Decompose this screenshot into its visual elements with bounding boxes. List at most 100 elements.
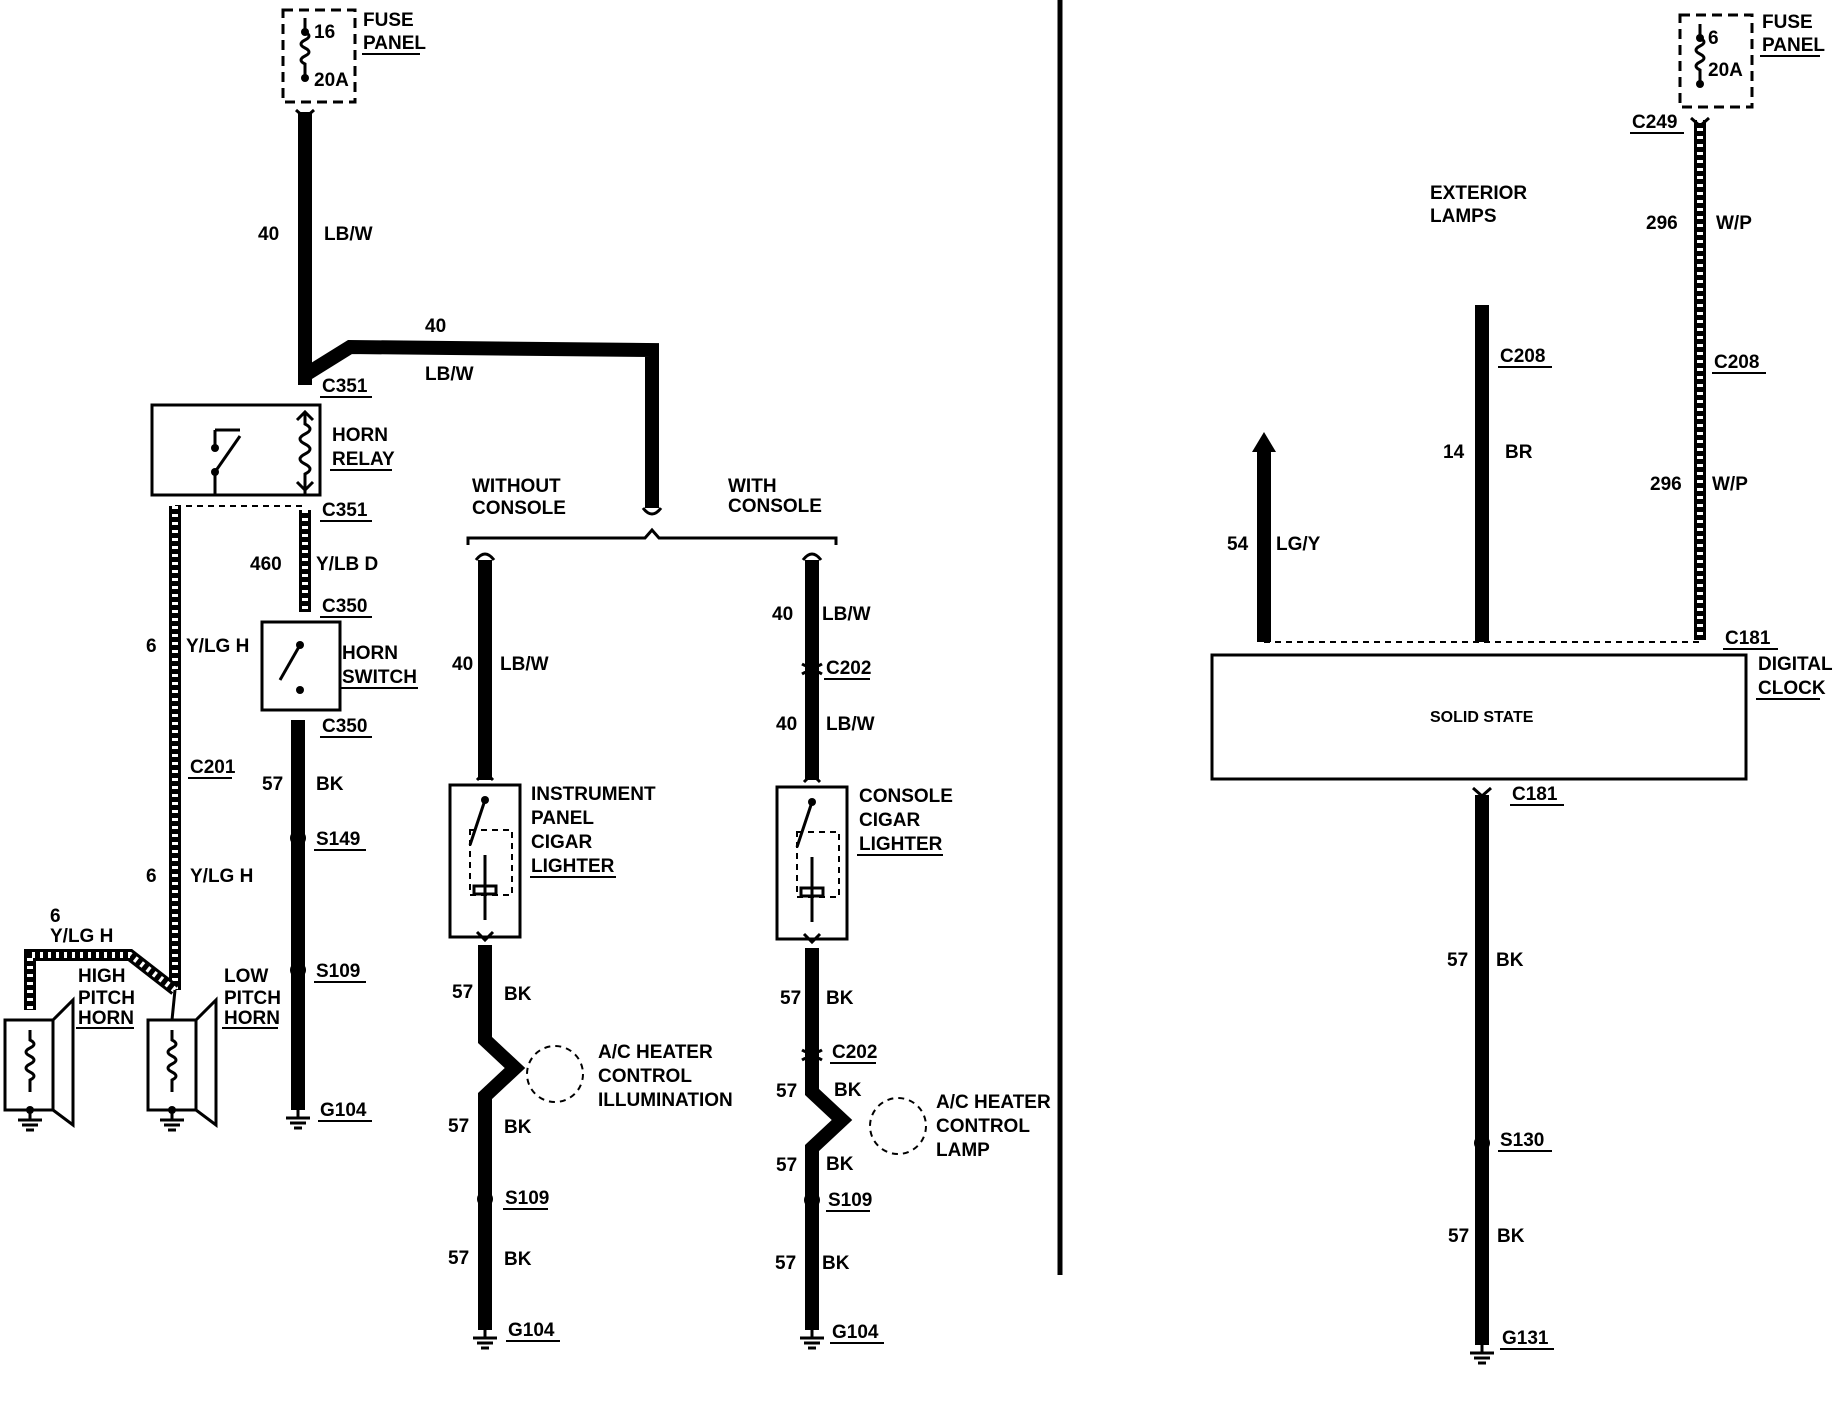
con-ground-color-1: BK — [826, 988, 854, 1009]
fuse-panel-label-left-2: PANEL — [363, 33, 426, 54]
s149-label: S149 — [316, 829, 360, 850]
ip-ground-number-3: 57 — [448, 1248, 469, 1269]
fuse-rating-right: 20A — [1708, 60, 1743, 81]
con-ground-label: G104 — [832, 1322, 879, 1343]
con-feed-number-1: 40 — [772, 604, 793, 625]
wire-6-color-1: Y/LG H — [186, 636, 249, 657]
wire-14-number: 14 — [1443, 442, 1465, 463]
exterior-lamps-label-1: EXTERIOR — [1430, 183, 1527, 204]
ground-g104-ip — [471, 1328, 499, 1350]
wire-6-color-2: Y/LG H — [190, 866, 253, 887]
ip-lighter-label-3: CIGAR — [531, 832, 593, 853]
wire-40-color: LB/W — [324, 224, 373, 245]
fuse-panel-box-left — [281, 8, 357, 104]
cigar-lighter-circuit: WITHOUT CONSOLE WITH CONSOLE 40 LB/W INS… — [448, 476, 1051, 1350]
con-ground-color-4: BK — [822, 1253, 850, 1274]
ac-lamp-label-3: LAMP — [936, 1140, 990, 1161]
ground-g104-console — [798, 1328, 826, 1350]
con-lighter-label-1: CONSOLE — [859, 786, 953, 807]
con-lighter-label-2: CIGAR — [859, 810, 921, 831]
branch-wire-color: LB/W — [425, 364, 474, 385]
fuse-panel-label-right-1: FUSE — [1762, 12, 1813, 33]
with-console-label-1: WITH — [728, 476, 777, 497]
con-feed-color-1: LB/W — [822, 604, 871, 625]
fuse-rating-left: 20A — [314, 70, 349, 91]
g104-label-left: G104 — [320, 1100, 367, 1121]
fuse-panel-label-right-2: PANEL — [1762, 35, 1825, 56]
clock-label-1: DIGITAL — [1758, 654, 1833, 675]
horn-circuit: 16 20A FUSE PANEL 40 LB/W 40 LB/W C351 H… — [3, 8, 663, 1132]
low-horn-label-2: PITCH — [224, 988, 281, 1009]
horn-relay — [150, 403, 322, 497]
c351-bottom-label: C351 — [322, 500, 368, 521]
s109-label-left: S109 — [316, 961, 360, 982]
ground-low-horn — [158, 1110, 186, 1132]
s130-label: S130 — [1500, 1130, 1544, 1151]
wire-54-arrow — [1252, 432, 1276, 452]
ip-ground-label: G104 — [508, 1320, 555, 1341]
ip-ground-color-2: BK — [504, 1117, 532, 1138]
high-horn-label-3: HORN — [78, 1008, 134, 1029]
ac-lamp-label-1: A/C HEATER — [936, 1092, 1051, 1113]
wire-57-console-lighter — [805, 948, 853, 1330]
ac-heater-control-lamp — [869, 1097, 927, 1155]
without-console-label-2: CONSOLE — [472, 498, 566, 519]
digital-clock-module — [1210, 653, 1748, 781]
wire-6-color-3: Y/LG H — [50, 926, 113, 947]
con-feed-number-2: 40 — [776, 714, 797, 735]
wire-54-color: LG/Y — [1276, 534, 1321, 555]
splice-s149 — [290, 830, 306, 846]
wire-296-number-2: 296 — [1650, 474, 1682, 495]
c350-bottom-label: C350 — [322, 716, 367, 737]
wire-6-high-horn — [27, 952, 177, 1010]
horn-relay-label-2: RELAY — [332, 449, 395, 470]
horn-relay-label-1: HORN — [332, 425, 388, 446]
wire-57-clock-color-1: BK — [1496, 950, 1524, 971]
con-ground-color-3: BK — [826, 1154, 854, 1175]
branch-wire-number: 40 — [425, 316, 446, 337]
c350-top-label: C350 — [322, 596, 367, 617]
con-feed-color-2: LB/W — [826, 714, 875, 735]
ip-ground-number-2: 57 — [448, 1116, 469, 1137]
exterior-lamps-label-2: LAMPS — [1430, 206, 1497, 227]
fuse-element-left — [299, 18, 311, 76]
wire-6-number-3: 6 — [50, 906, 61, 927]
fuse-panel-box-right — [1678, 13, 1754, 109]
c208-label-right: C208 — [1714, 352, 1759, 373]
con-ground-number-1: 57 — [780, 988, 801, 1009]
ac-lamp-label-2: CONTROL — [936, 1116, 1030, 1137]
fuse-number-left: 16 — [314, 22, 335, 43]
splice-s109-console — [804, 1192, 820, 1208]
ip-feed-number: 40 — [452, 654, 473, 675]
con-splice-label: S109 — [828, 1190, 872, 1211]
g131-label: G131 — [1502, 1328, 1549, 1349]
ip-lighter-label-1: INSTRUMENT — [531, 784, 656, 805]
wire-57-color: BK — [316, 774, 344, 795]
with-console-label-2: CONSOLE — [728, 496, 822, 517]
horn-switch — [260, 620, 342, 712]
clock-body-label: SOLID STATE — [1430, 709, 1534, 726]
low-horn-label-1: LOW — [224, 966, 268, 987]
splice-s109-ip — [477, 1191, 493, 1207]
c181-bottom-label: C181 — [1512, 784, 1558, 805]
wire-6-number-1: 6 — [146, 636, 157, 657]
c249-label: C249 — [1632, 112, 1677, 133]
ac-illum-label-2: CONTROL — [598, 1066, 692, 1087]
ip-lighter-label-2: PANEL — [531, 808, 594, 829]
fuse-number-right: 6 — [1708, 28, 1719, 49]
c208-label-lamps: C208 — [1500, 346, 1545, 367]
ip-lighter-label-4: LIGHTER — [531, 856, 615, 877]
wire-460-number: 460 — [250, 554, 282, 575]
con-lighter-label-3: LIGHTER — [859, 834, 943, 855]
con-ground-number-4: 57 — [775, 1253, 796, 1274]
ip-ground-color-1: BK — [504, 984, 532, 1005]
ip-feed-color: LB/W — [500, 654, 549, 675]
ip-splice-label: S109 — [505, 1188, 549, 1209]
low-horn-label-3: HORN — [224, 1008, 280, 1029]
ac-heater-illumination-lamp — [526, 1045, 584, 1103]
ac-illum-label-1: A/C HEATER — [598, 1042, 713, 1063]
wire-40-branch — [301, 339, 659, 508]
wire-40-number: 40 — [258, 224, 279, 245]
wire-14-color: BR — [1505, 442, 1533, 463]
